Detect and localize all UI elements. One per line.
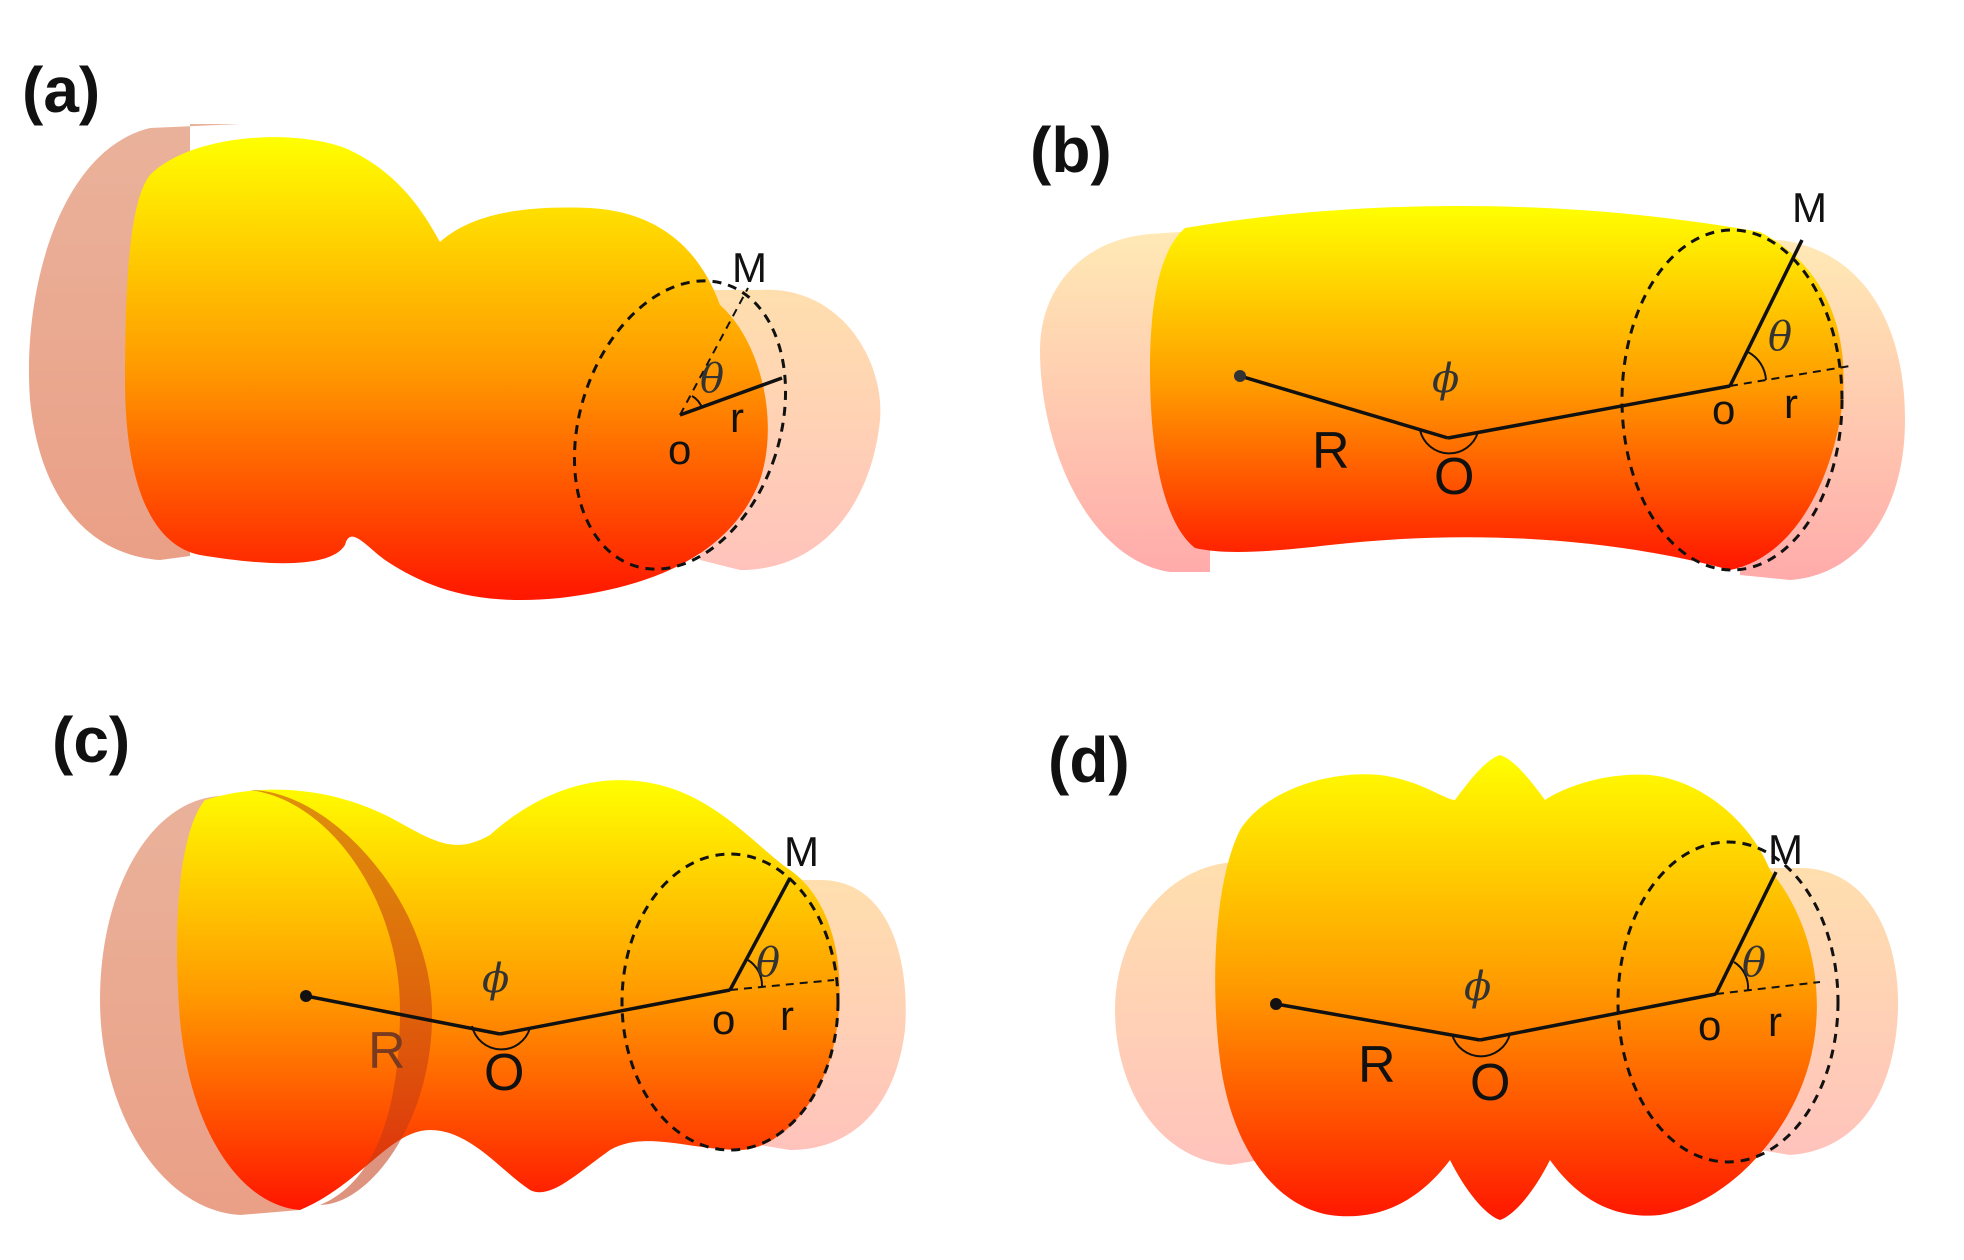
panel-b-label-phi: ϕ [1432,356,1459,402]
panel-a-radius-r [679,376,783,417]
panel-d-radius-R-right [1479,992,1717,1042]
panel-a-dashed-circle [572,279,788,571]
panel-a-label-M: M [732,244,767,291]
panel-b-label-R: R [1312,422,1350,480]
panel-c-radius-M [728,877,792,991]
panel-b-theta-arc [1747,351,1767,381]
panel-d-label-r: r [1768,998,1782,1045]
panel-a-label-o: o [668,426,691,473]
panel-c-label-phi: ϕ [482,956,509,1002]
panel-c-surface [177,780,840,1210]
panel-b-radius-r [1729,365,1851,387]
panel-d-label-M: M [1768,826,1803,873]
panel-a-theta-arc [691,395,703,409]
panel-c-radius-R-left [305,994,501,1036]
panel-c-label-M: M [784,828,819,875]
panel-b-phi-arc [1419,429,1479,455]
panel-c-label-theta: θ [756,940,780,986]
panel-c-left-center [300,990,312,1002]
panel-b-label-theta: θ [1768,314,1792,360]
panel-d-label-o: o [1698,1002,1721,1049]
panel-c-label-r: r [780,992,794,1039]
panel-d-label-phi: ϕ [1464,964,1491,1010]
panel-d-letter: (d) [1048,724,1130,796]
panel-c-dashed-circle [620,852,840,1152]
panel-c-label-R: R [368,1022,406,1080]
panel-d-label-theta: θ [1742,940,1766,986]
panel-d-radius-r [1715,981,1821,995]
panel-b: (b) M θ ϕ o r R O [1030,114,1905,580]
panel-a-letter: (a) [22,54,100,126]
panel-c-radius-r [729,979,835,991]
panel-c-phi-arc [471,1025,531,1051]
panel-b-label-r: r [1784,380,1798,427]
panel-d-theta-arc [1733,961,1750,991]
panel-d-surface [1215,755,1817,1220]
panel-b-left-center [1234,370,1246,382]
panel-b-radius-R-right [1447,384,1731,440]
panel-b-label-o: o [1712,386,1735,433]
panel-d-label-R: R [1358,1036,1396,1094]
panel-a: (a) M θ o r [22,54,881,601]
panel-c-ring-band [250,790,433,1205]
panel-a-surface [125,137,768,601]
panel-b-dashed-circle [1620,228,1844,572]
panel-b-letter: (b) [1030,114,1112,186]
panel-b-label-O: O [1434,448,1474,506]
panel-b-label-M: M [1792,184,1827,231]
panel-d-dashed-circle [1616,840,1840,1164]
panel-d-left-center [1270,998,1282,1010]
panel-c-letter: (c) [52,704,130,776]
panel-d-radius-M [1714,871,1778,995]
panel-b-radius-R-left [1239,374,1449,440]
panel-a-radius-M [679,287,749,416]
panel-d-phi-arc [1451,1033,1511,1058]
panel-d-radius-R-left [1275,1002,1481,1042]
panel-d: (d) M θ ϕ o r R O [1048,724,1899,1220]
panel-b-radius-M [1728,239,1804,387]
panel-c-radius-R-right [499,988,731,1036]
panel-c-label-O: O [484,1044,524,1102]
panel-a-label-theta: θ [700,356,724,402]
panel-a-label-r: r [730,394,744,441]
panel-b-surface [1150,206,1844,570]
panel-c: (c) M θ ϕ o r R O [52,704,906,1215]
panel-c-theta-arc [747,959,764,987]
panel-c-label-o: o [712,996,735,1043]
panel-d-label-O: O [1470,1054,1510,1112]
